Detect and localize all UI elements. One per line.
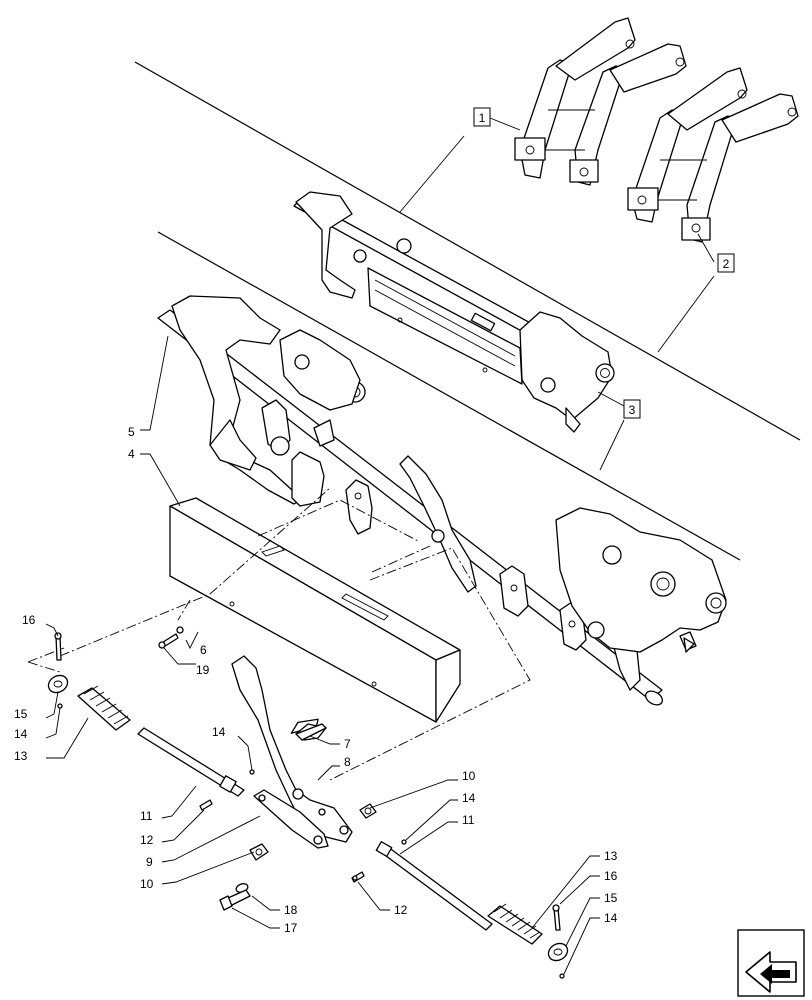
next-page-arrow-icon[interactable] (737, 929, 805, 997)
callout-14-right: 14 (462, 791, 476, 805)
callout-box-2: 2 (717, 253, 735, 273)
callout-17: 17 (284, 921, 298, 935)
cover-plate (169, 497, 461, 723)
callout-13-right: 13 (604, 849, 618, 863)
callout-5: 5 (128, 425, 135, 439)
loader-frame-1 (514, 17, 687, 186)
rod-right (375, 841, 543, 945)
callout-15-left: 15 (14, 707, 28, 721)
callout-12-left: 12 (140, 833, 154, 847)
separator-lines (134, 61, 801, 561)
callout-18: 18 (284, 903, 298, 917)
callout-15-right: 15 (604, 891, 618, 905)
lever-assembly (231, 655, 353, 849)
hardware-left (47, 626, 327, 911)
callout-box-1: 1 (473, 107, 491, 127)
callout-14-mid: 14 (212, 725, 226, 739)
upper-mounting-frame (293, 191, 615, 433)
callout-16-right: 16 (604, 869, 618, 883)
callout-14-left: 14 (14, 727, 28, 741)
callout-14-far-right: 14 (604, 911, 618, 925)
callout-16-left: 16 (22, 613, 36, 627)
main-mounting-frame (157, 295, 727, 706)
callout-11-right: 11 (462, 813, 475, 827)
callout-13-left: 13 (14, 749, 28, 763)
callout-10-left: 10 (140, 877, 154, 891)
callout-19: 19 (196, 663, 210, 677)
callout-8: 8 (344, 755, 351, 769)
callout-labels: 5 4 16 15 14 13 6 19 14 7 8 11 12 9 10 1… (14, 425, 618, 935)
svg-text:1: 1 (479, 111, 486, 125)
callout-box-3: 3 (623, 399, 641, 419)
svg-text:3: 3 (629, 403, 636, 417)
alignment-lines (27, 487, 531, 781)
callout-11-left: 11 (140, 809, 153, 823)
callout-10-right: 10 (462, 769, 476, 783)
callout-4: 4 (128, 447, 135, 461)
hardware-right (351, 803, 569, 979)
rod-left (77, 685, 245, 797)
callout-7: 7 (344, 737, 351, 751)
callout-12-right: 12 (394, 903, 408, 917)
leader-lines (45, 117, 715, 975)
svg-text:2: 2 (723, 257, 730, 271)
callout-9: 9 (146, 855, 153, 869)
loader-frame-2 (627, 67, 799, 243)
callout-6: 6 (200, 643, 207, 657)
